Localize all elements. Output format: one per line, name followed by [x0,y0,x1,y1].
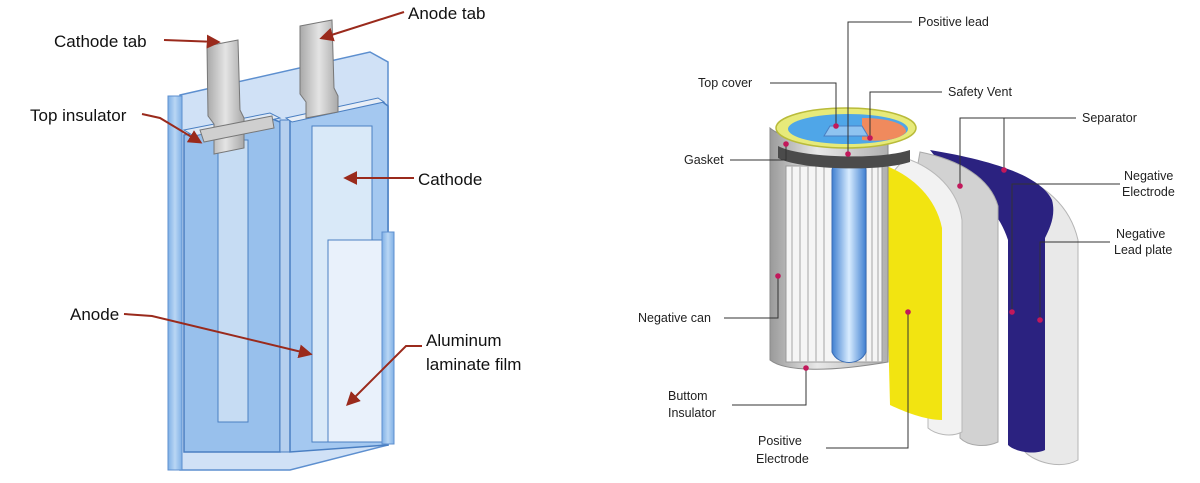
marker-positive-lead [845,151,851,157]
film-edge-right [381,231,395,445]
separator-label: Separator [1082,111,1137,125]
marker-separator-2 [1001,167,1007,173]
center-pin [831,162,867,363]
positive-electrode-label-line2: Electrode [756,452,809,466]
aluminum-label-line1: Aluminum [426,331,502,350]
negative-lead-plate-label-line2: Lead plate [1114,243,1172,257]
positive-lead-label: Positive lead [918,15,989,29]
jelly-roll [785,162,883,363]
positive-electrode-leader [826,312,909,449]
bottom-insulator-leader [732,368,807,406]
cathode-tab-arrow [163,34,221,49]
negative-electrode-leader [1011,183,1120,312]
callout-markers [775,123,1043,371]
separator-leader [959,117,1076,186]
top-insulator-label: Top insulator [30,106,127,125]
anode-label: Anode [70,305,119,324]
film-edge-left [167,95,183,471]
negative-electrode-label-line1: Negative [1124,169,1173,183]
gasket-shape [778,146,910,169]
top-cap-shape [823,125,869,137]
positive-electrode-layer [884,165,942,420]
negative-electrode-layer [930,150,1054,453]
positive-lead-leader [847,21,912,154]
safety-vent-label: Safety Vent [948,85,1012,99]
negative-electrode-label-line2: Electrode [1122,185,1175,199]
anode-tab-arrow [319,11,405,42]
negative-can-leader [724,276,779,319]
marker-top-cover [833,123,839,129]
bottom-insulator-label-line2: Insulator [668,406,716,420]
marker-separator-1 [957,183,963,189]
negative-can-label: Negative can [638,311,711,325]
bottom-insulator-label-line1: Buttom [668,389,708,403]
marker-gasket [783,141,789,147]
marker-negative-electrode [1009,309,1015,315]
top-insulator-arrow [141,113,203,144]
cathode-label: Cathode [418,170,482,189]
marker-negative-can [775,273,781,279]
top-cover-leader [770,82,837,126]
positive-electrode-label-line1: Positive [758,434,802,448]
safety-vent-leader [869,91,942,138]
safety-vent-shape [862,118,906,141]
anode-tab-label: Anode tab [408,4,486,23]
marker-negative-lead-plate [1037,317,1043,323]
gasket-leader [730,144,787,161]
cathode-tab-label: Cathode tab [54,32,147,51]
gasket-label: Gasket [684,153,724,167]
marker-safety-vent [867,135,873,141]
top-cover-label: Top cover [698,76,752,90]
anode-tab-shape [299,19,339,119]
aluminum-label-line2: laminate film [426,355,521,374]
aluminum-film-arrow [346,345,422,406]
negative-lead-plate-leader [1039,241,1110,320]
anode-inner-slot [217,139,249,423]
cathode-tab-shape [199,39,275,155]
negative-lead-plate-label-line1: Negative [1116,227,1165,241]
anode-arrow [123,313,313,359]
cylindrical-cell-illustration [769,107,1079,465]
marker-positive-electrode [905,309,911,315]
marker-bottom-insulator [803,365,809,371]
separator-sheet [279,119,291,453]
pouch-cell-illustration [167,19,395,471]
laminate-overlay-sheet [327,239,387,443]
